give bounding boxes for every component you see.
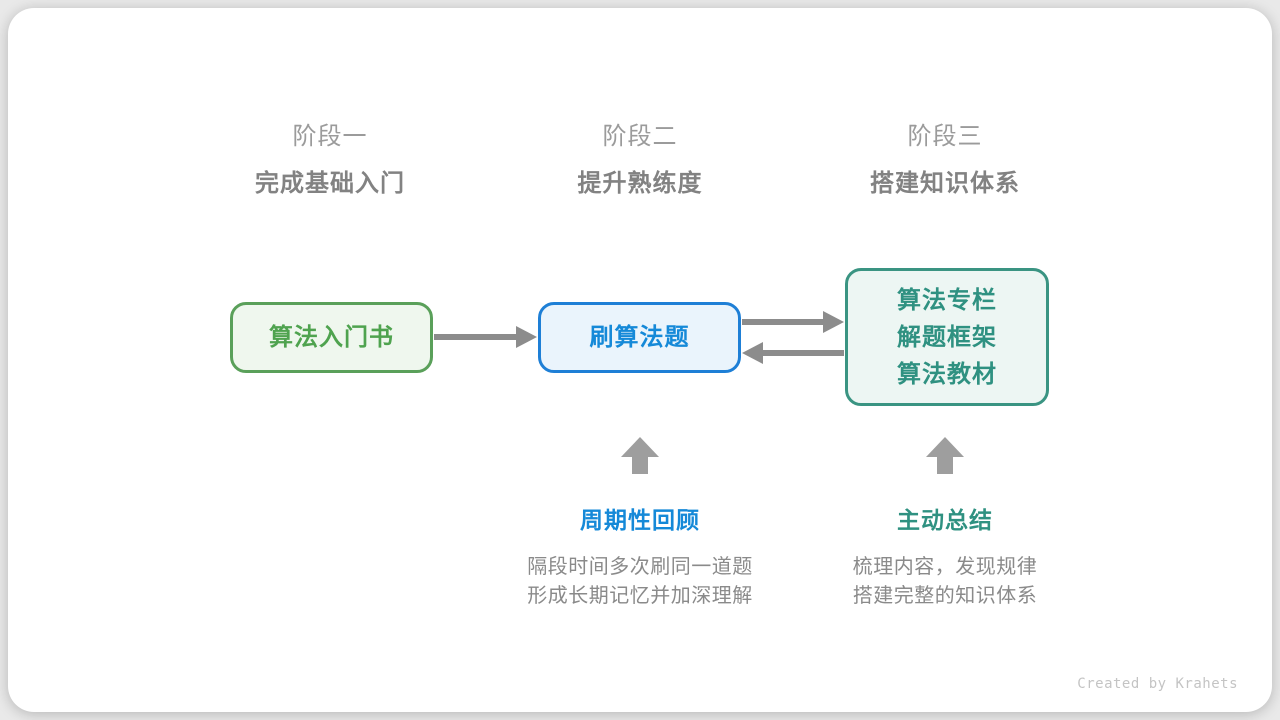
node-knowledge-line-3: 算法教材 [897, 360, 997, 388]
annotation-periodic-review-title: 周期性回顾 [580, 507, 700, 533]
stage-3-subtitle: 搭建知识体系 [870, 170, 1020, 197]
node-knowledge-line-2: 解题框架 [897, 323, 997, 351]
node-intro-book: 算法入门书 [230, 302, 433, 373]
arrow-head [823, 311, 844, 333]
annotation-periodic-review: 周期性回顾 隔段时间多次刷同一道题 形成长期记忆并加深理解 [470, 505, 810, 611]
arrow-stage2-to-stage3-icon [742, 310, 844, 334]
annotation-desc-line-2: 形成长期记忆并加深理解 [527, 585, 753, 607]
annotation-active-summary-desc: 梳理内容，发现规律 搭建完整的知识体系 [775, 553, 1115, 611]
arrow-shaft [758, 350, 844, 356]
annotation-periodic-review-desc: 隔段时间多次刷同一道题 形成长期记忆并加深理解 [470, 553, 810, 611]
arrow-shaft [742, 319, 828, 325]
stage-2-header: 阶段二 提升熟练度 [480, 121, 800, 200]
up-arrow-summary-icon [926, 437, 964, 474]
annotation-desc-line-1: 梳理内容，发现规律 [852, 556, 1038, 578]
annotation-active-summary-title: 主动总结 [897, 507, 993, 533]
up-arrow-stem [632, 457, 648, 474]
up-arrow-review-icon [621, 437, 659, 474]
up-arrow-head [926, 437, 964, 457]
node-knowledge-line-1: 算法专栏 [897, 286, 997, 314]
stage-2-subtitle: 提升熟练度 [577, 170, 703, 197]
stage-1-subtitle: 完成基础入门 [255, 170, 405, 197]
stage-1-label: 阶段一 [292, 123, 368, 150]
arrow-stage1-to-stage2-icon [434, 325, 537, 349]
arrow-head [742, 342, 763, 364]
up-arrow-stem [937, 457, 953, 474]
stage-3-header: 阶段三 搭建知识体系 [785, 121, 1105, 200]
arrow-shaft [434, 334, 521, 340]
stage-2-label: 阶段二 [602, 123, 678, 150]
arrow-head [516, 326, 537, 348]
node-practice-problems: 刷算法题 [538, 302, 741, 373]
credit-text: Created by Krahets [1077, 676, 1238, 692]
node-practice-problems-label: 刷算法题 [589, 324, 690, 351]
annotation-desc-line-1: 隔段时间多次刷同一道题 [527, 556, 753, 578]
node-knowledge-resources: 算法专栏 解题框架 算法教材 [845, 268, 1049, 406]
up-arrow-head [621, 437, 659, 457]
annotation-active-summary: 主动总结 梳理内容，发现规律 搭建完整的知识体系 [775, 505, 1115, 611]
stage-1-header: 阶段一 完成基础入门 [170, 121, 490, 200]
stage-3-label: 阶段三 [907, 123, 983, 150]
node-intro-book-label: 算法入门书 [269, 324, 394, 351]
annotation-desc-line-2: 搭建完整的知识体系 [852, 585, 1038, 607]
arrow-stage3-to-stage2-icon [742, 341, 844, 365]
